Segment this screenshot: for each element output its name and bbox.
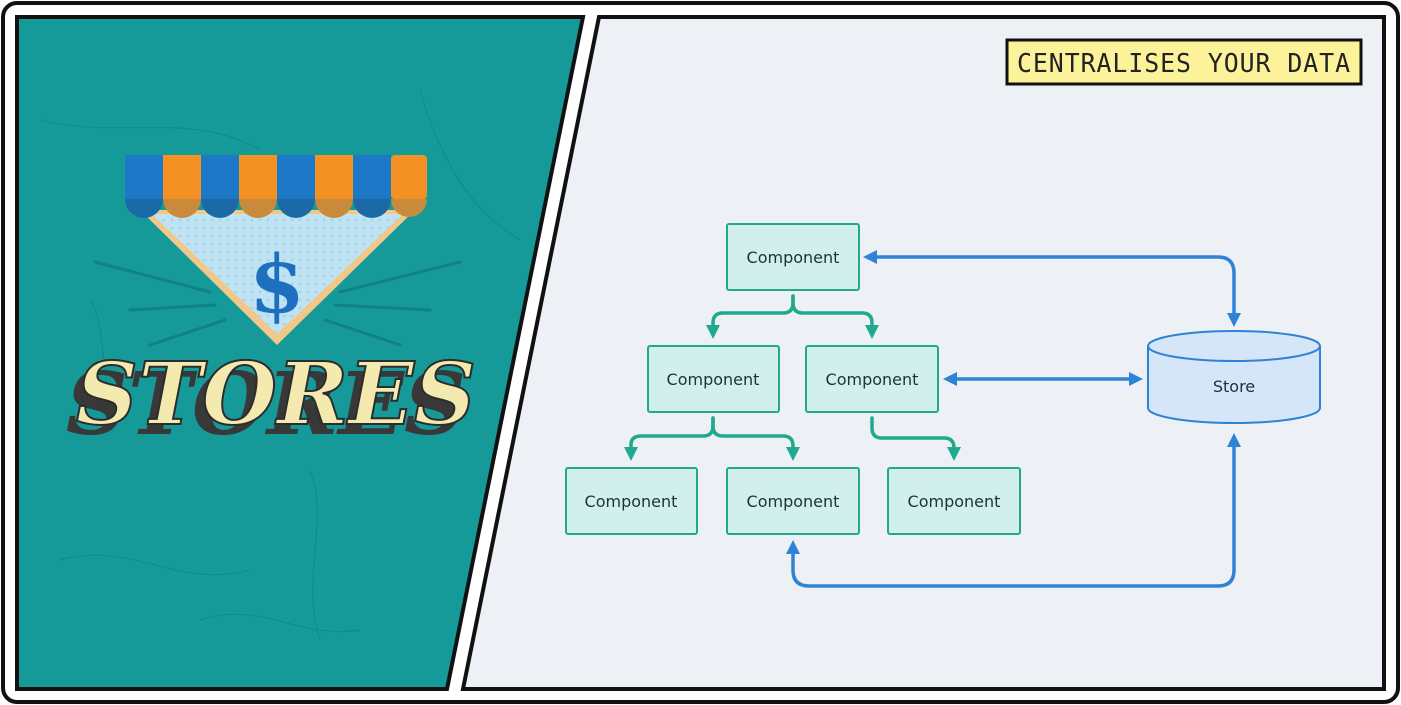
banner-text: CENTRALISES YOUR DATA (1017, 49, 1351, 79)
storefront-sign: $ (140, 210, 415, 345)
node-leaf-3: Component (887, 467, 1021, 535)
node-leaf-1: Component (565, 467, 698, 535)
stores-title-text: STORES (76, 344, 476, 445)
banner: CENTRALISES YOUR DATA (1005, 38, 1363, 86)
store-cylinder-body (1147, 346, 1321, 424)
node-leaf-1-label: Component (585, 492, 678, 511)
node-mid-right: Component (805, 345, 939, 413)
dollar-sign: $ (249, 237, 305, 331)
awning-icon (125, 155, 427, 218)
node-leaf-3-label: Component (908, 492, 1001, 511)
store-cylinder-top (1147, 330, 1321, 362)
paper-texture (39, 89, 521, 641)
sunburst-rays (93, 260, 462, 347)
stores-title-shadow: STORES (66, 354, 466, 455)
left-panel: $ STORES STORES (15, 15, 586, 691)
node-mid-left-box (647, 345, 780, 413)
node-root-label: Component (747, 248, 840, 267)
stores-title: STORES STORES (66, 343, 477, 455)
node-leaf-2-box (726, 467, 860, 535)
banner-box (1005, 38, 1363, 86)
edge-store-leaf-2 (786, 433, 1241, 588)
node-mid-right-label: Component (826, 370, 919, 389)
node-mid-left: Component (647, 345, 780, 413)
node-root-box (726, 223, 860, 291)
node-mid-left-label: Component (667, 370, 760, 389)
node-leaf-2: Component (726, 467, 860, 535)
node-root: Component (726, 223, 860, 291)
store-connectors (786, 250, 1241, 588)
right-panel: CENTRALISES YOUR DATA Component Componen… (460, 15, 1386, 691)
node-mid-right-box (805, 345, 939, 413)
edge-store-root (863, 250, 1241, 327)
node-leaf-1-box (565, 467, 698, 535)
node-leaf-3-box (887, 467, 1021, 535)
store-node: Store (1147, 330, 1321, 424)
store-label: Store (1213, 377, 1255, 396)
node-leaf-2-label: Component (747, 492, 840, 511)
